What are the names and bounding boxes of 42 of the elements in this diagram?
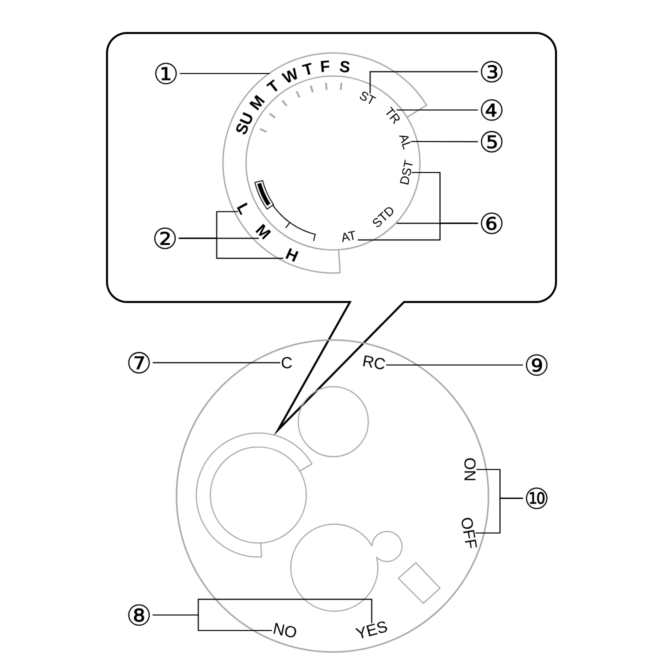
leader-line	[152, 362, 280, 364]
leader-line	[396, 109, 478, 111]
day-label: W	[281, 68, 298, 83]
day-label: F	[320, 60, 330, 72]
dial-label: TR	[386, 106, 400, 124]
dial-label: AL	[399, 136, 410, 150]
dial-label: DST	[400, 160, 413, 185]
callout-number: ⑤	[480, 130, 502, 152]
callout-number: ③	[480, 60, 502, 82]
day-label: T	[302, 62, 312, 75]
callout-number: ⑧	[128, 604, 150, 626]
leader-line	[386, 364, 524, 366]
dial-label: YES	[355, 621, 388, 638]
leader-line	[152, 598, 372, 624]
callout-number: ⑩	[526, 488, 548, 510]
leader-line	[370, 71, 478, 94]
dial-label: L	[236, 202, 248, 215]
day-label: SU	[236, 112, 252, 134]
dial-label: OFF	[462, 518, 478, 548]
day-label: M	[249, 94, 265, 110]
leader-line	[178, 238, 284, 259]
dial-label: AT	[342, 230, 355, 242]
dial-label: ON	[464, 458, 476, 480]
callout-number: ⑥	[480, 212, 502, 234]
callout-number: ①	[155, 62, 177, 84]
callout-number: ⑦	[128, 352, 150, 374]
callout-number: ④	[480, 99, 502, 121]
dial-label: STD	[372, 207, 394, 227]
callout-number: ⑨	[526, 354, 548, 376]
day-label: T	[266, 79, 278, 92]
dial-label: M	[255, 224, 272, 240]
dial-label: ST	[360, 92, 376, 104]
leader-line	[410, 140, 478, 142]
dial-label: RC	[363, 355, 386, 370]
dial-label: H	[285, 248, 299, 262]
callout-number: ②	[154, 228, 176, 250]
dial-label: NO	[273, 622, 296, 638]
leader-line	[475, 498, 524, 534]
leader-line	[180, 72, 270, 74]
leader-line	[358, 222, 478, 240]
day-label: S	[340, 61, 350, 72]
dial-label: C	[282, 357, 292, 368]
